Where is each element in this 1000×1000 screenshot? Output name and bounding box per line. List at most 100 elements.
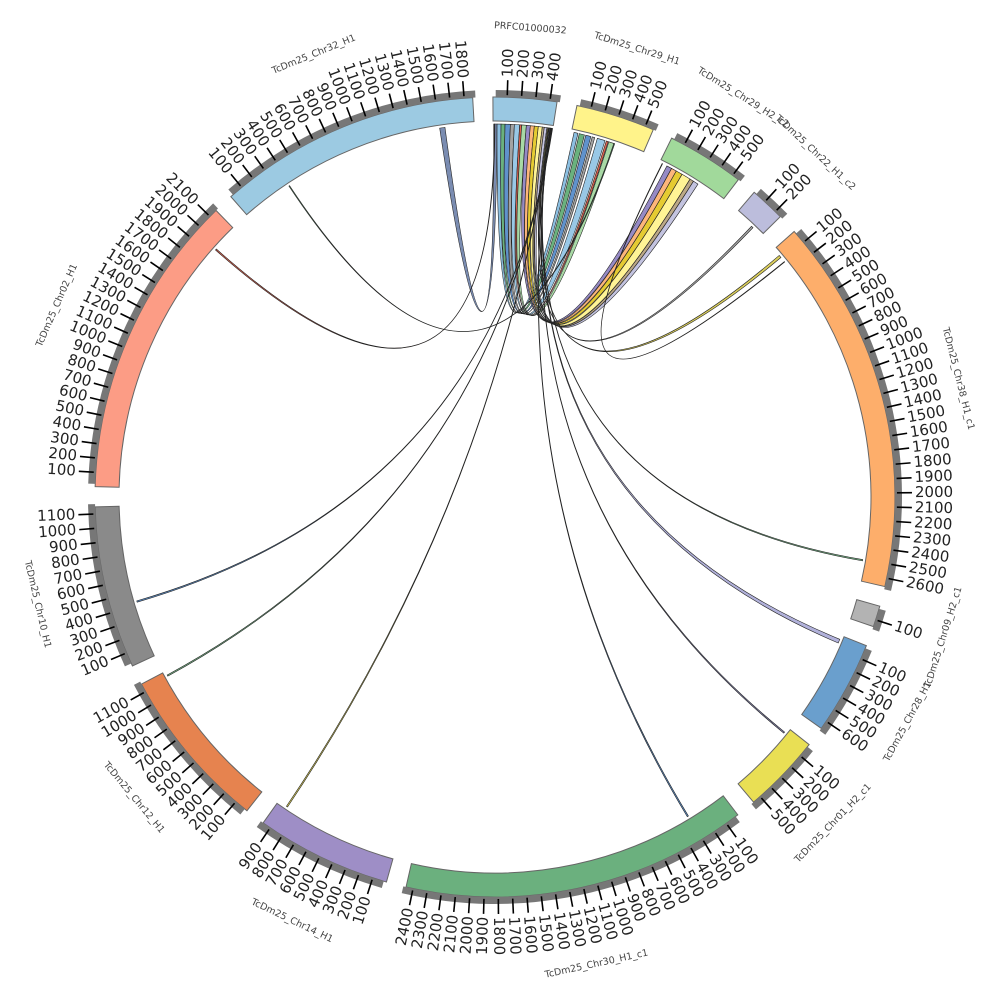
chromosome-TcDm25_Chr30_H1_c1[interactable]: 1002003004005006007008009001000110012001… [392, 795, 762, 981]
chromosome-TcDm25_Chr32_H1[interactable]: 1002003004005006007008009001000110012001… [204, 33, 476, 216]
chromosome-band[interactable] [571, 104, 654, 153]
tick-mark [447, 82, 451, 98]
tick-mark [638, 872, 646, 887]
tick-mark [89, 396, 105, 402]
chromosome-TcDm25_Chr02_H1[interactable]: 1002003004005006007008009001000110012001… [34, 169, 234, 488]
tick-mark [259, 829, 270, 843]
tick-label: 1100 [37, 505, 76, 525]
tick-mark [452, 896, 457, 913]
tick-label: 500 [54, 396, 86, 419]
chromosome-band[interactable] [850, 598, 881, 628]
scale-band [795, 228, 902, 591]
tick-mark [540, 896, 544, 912]
tick-mark [432, 84, 437, 100]
chromosome-band[interactable] [94, 505, 155, 667]
tick-mark [714, 832, 725, 847]
chromosome-band[interactable] [737, 191, 782, 235]
tick-mark [86, 411, 102, 417]
tick-mark [230, 173, 242, 187]
scale-band [579, 99, 659, 131]
tick-mark [332, 112, 340, 127]
tick-mark [374, 97, 381, 113]
chromosome-band[interactable] [94, 209, 234, 488]
tick-mark [305, 125, 314, 140]
tick-mark [791, 767, 804, 779]
tick-mark [145, 716, 160, 727]
tick-mark [781, 777, 794, 790]
tick-mark [869, 346, 885, 354]
tick-mark [624, 877, 632, 892]
tick-label: 400 [51, 412, 82, 435]
chromosome-TcDm25_Chr38_H1_c1[interactable]: 1002003004005006007008009001000110012001… [775, 204, 977, 598]
tick-mark [842, 697, 857, 707]
tick-label: 1800 [451, 39, 472, 78]
tick-mark [677, 854, 686, 869]
tick-mark [110, 652, 126, 661]
chromosome-TcDm25_Chr12_H1[interactable]: 10020030040050060070080090010001100TcDm2… [90, 672, 263, 844]
tick-label: 800 [50, 550, 81, 572]
tick-mark [279, 139, 289, 154]
tick-mark [272, 836, 282, 851]
tick-label: 200 [513, 49, 533, 79]
chromosome-label: PRFC01000032 [494, 20, 567, 36]
tick-label: 1900 [914, 466, 953, 486]
link-ribbon [600, 163, 786, 360]
chromosome-band[interactable] [737, 729, 810, 803]
tick-mark [888, 577, 904, 583]
tick-label: 1800 [490, 917, 508, 955]
tick-label: 1600 [419, 42, 442, 82]
chromosome-TcDm25_Chr10_H1[interactable]: 10020030040050060070080090010001100TcDm2… [22, 504, 155, 680]
chromosome-band[interactable] [775, 230, 896, 588]
tick-mark [610, 881, 617, 897]
tick-mark [78, 470, 94, 473]
tick-mark [172, 751, 185, 763]
tick-mark [177, 225, 190, 237]
tick-mark [771, 787, 783, 800]
tick-mark [78, 513, 94, 516]
tick-mark [130, 691, 145, 701]
tick-mark [526, 897, 530, 913]
tick-mark [569, 891, 574, 907]
chromosome-label: TcDm25_Chr09_H2_c1 [922, 585, 964, 690]
tick-mark [120, 312, 135, 321]
tick-mark [813, 242, 827, 253]
tick-mark [849, 684, 864, 694]
chromosome-band[interactable] [140, 672, 263, 812]
tick-mark [645, 110, 653, 125]
link-ribbon [537, 127, 754, 342]
tick-mark [366, 879, 373, 895]
tick-mark [345, 106, 353, 122]
link-ribbon [166, 127, 553, 677]
tick-mark [83, 426, 99, 431]
tick-label: 400 [543, 51, 565, 82]
scale-band [751, 746, 813, 810]
tick-mark [889, 417, 905, 423]
chromosome-band[interactable] [660, 137, 740, 200]
tick-mark [822, 254, 836, 265]
tick-label: 1600 [909, 418, 949, 442]
chromosome-band[interactable] [262, 802, 394, 883]
scale-band [495, 90, 561, 103]
tick-label: 1400 [550, 911, 574, 951]
tick-mark [467, 898, 471, 914]
chromosome-label: TcDm25_Chr30_H1_c1 [543, 948, 649, 981]
chromosome-TcDm25_Chr14_H1[interactable]: 100200300400500600700800900TcDm25_Chr14_… [235, 802, 394, 945]
tick-mark [134, 286, 148, 296]
link-ribbon [537, 127, 689, 818]
chromosome-band[interactable] [405, 795, 739, 898]
tick-mark [835, 709, 849, 720]
tick-mark [105, 639, 120, 647]
link-ribbon [439, 123, 498, 312]
tick-mark [664, 860, 673, 876]
chromosome-band[interactable] [230, 97, 475, 216]
tick-mark [733, 161, 744, 175]
tick-mark [162, 740, 176, 751]
chromosome-band[interactable] [492, 96, 558, 127]
tick-label: 1800 [913, 450, 953, 471]
